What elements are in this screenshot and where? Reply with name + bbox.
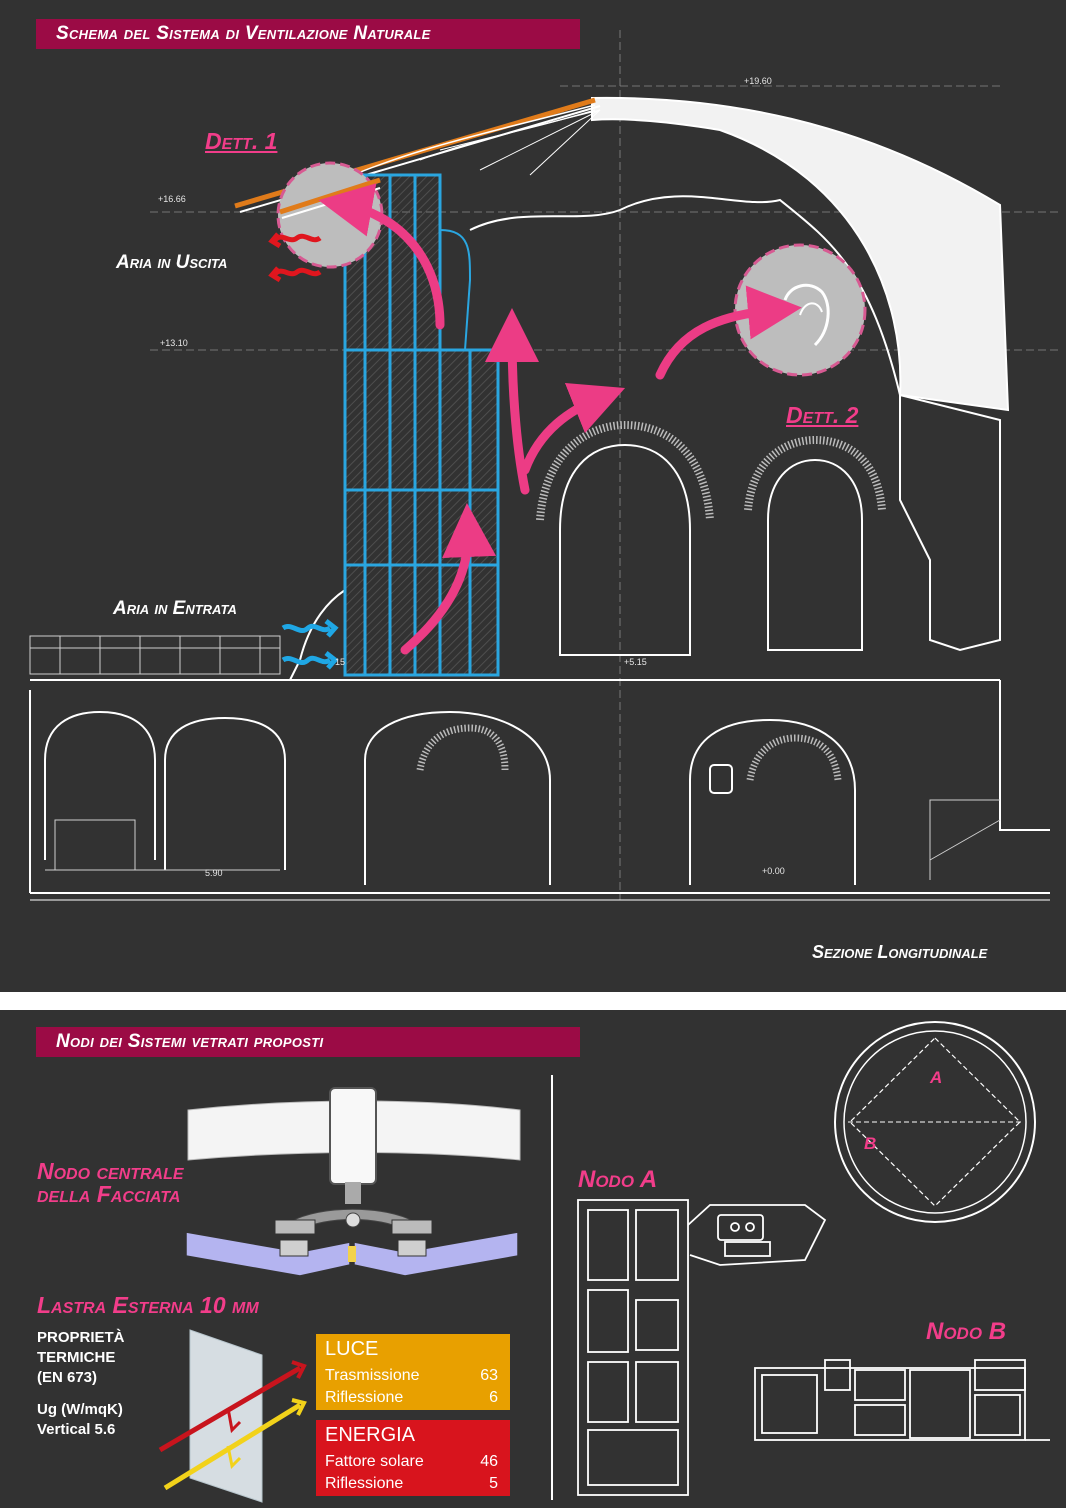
prop-line-1: PROPRIETÀ — [37, 1329, 125, 1346]
luce-title: LUCE — [325, 1338, 379, 1360]
air-out-label: Aria in Uscita — [116, 252, 228, 273]
luce-box: LUCE Trasmissione 63 Riflessione 6 — [316, 1334, 510, 1410]
nodo-centrale-line-2: della Facciata — [37, 1181, 181, 1207]
energia-row-2-label: Riflessione — [325, 1475, 404, 1492]
level-15: 15 — [335, 657, 346, 667]
nodo-a-title: Nodo A — [578, 1166, 658, 1193]
level-1310: +13.10 — [160, 338, 188, 348]
energia-row-1-label: Fattore solare — [325, 1453, 424, 1470]
airflow-arrows — [318, 183, 802, 655]
luce-row-1-value: 63 — [480, 1367, 498, 1384]
glass-pane-illustration — [158, 1329, 307, 1503]
luce-row-1: Trasmissione 63 — [325, 1365, 498, 1387]
energia-row-2-value: 5 — [489, 1475, 498, 1492]
reference-lines — [150, 30, 1060, 900]
detail-1-label: Dett. 1 — [205, 128, 278, 154]
node-location-circle — [834, 1021, 1036, 1223]
nodes-banner: Nodi dei Sistemi vetrati proposti — [36, 1027, 580, 1057]
luce-row-2-label: Riflessione — [325, 1389, 404, 1406]
level-1666: +16.66 — [158, 194, 186, 204]
ug-value: Ug (W/mqK) Vertical 5.6 — [37, 1400, 123, 1440]
lastra-title: Lastra Esterna 10 mm — [37, 1292, 259, 1318]
circle-label-a: A — [930, 1068, 943, 1087]
air-in-waves — [281, 619, 339, 670]
nodo-a-profile — [577, 1199, 827, 1496]
circle-label-b: B — [864, 1134, 877, 1153]
level-515: +5.15 — [624, 657, 647, 667]
level-000: +0.00 — [762, 866, 785, 876]
energia-title: ENERGIA — [325, 1424, 416, 1446]
nodo-b-title: Nodo B — [926, 1318, 1007, 1345]
energia-row-2: Riflessione 5 — [325, 1473, 498, 1495]
detail-2-label: Dett. 2 — [786, 402, 859, 428]
thermal-properties: PROPRIETÀ TERMICHE (EN 673) — [37, 1328, 125, 1388]
energia-row-1: Fattore solare 46 — [325, 1451, 498, 1473]
level-1960: +19.60 — [744, 76, 772, 86]
section-title: Sezione Longitudinale — [812, 942, 988, 962]
nodo-b-profile — [754, 1359, 1050, 1441]
energia-box: ENERGIA Fattore solare 46 Riflessione 5 — [316, 1420, 510, 1496]
ug-line-2: Vertical 5.6 — [37, 1421, 116, 1438]
nodes-drawing — [158, 1021, 1050, 1503]
upper-arches — [536, 420, 886, 656]
left-platform — [29, 635, 1001, 880]
glazing-nodes-panel: Nodi dei Sistemi vetrati proposti — [0, 1010, 1066, 1508]
air-in-label: Aria in Entrata — [113, 598, 237, 619]
air-out-waves — [268, 232, 322, 283]
nodo-centrale-line-1: Nodo centrale — [37, 1158, 184, 1184]
nodo-centrale-title: Nodo centrale della Facciata — [37, 1160, 184, 1206]
luce-row-2: Riflessione 6 — [325, 1387, 498, 1409]
scheme-banner: Schema del Sistema di Ventilazione Natur… — [36, 19, 580, 49]
central-node-drawing — [185, 1087, 521, 1277]
energia-row-1-value: 46 — [480, 1453, 498, 1470]
level-590: 5.90 — [205, 868, 223, 878]
ventilation-scheme-panel: Schema del Sistema di Ventilazione Natur… — [0, 0, 1066, 992]
luce-row-1-label: Trasmissione — [325, 1367, 420, 1384]
prop-line-2: TERMICHE — [37, 1349, 116, 1366]
wall-outline — [29, 393, 1050, 901]
prop-line-3: (EN 673) — [37, 1369, 98, 1386]
lower-vaults — [44, 710, 856, 885]
luce-row-2-value: 6 — [489, 1389, 498, 1406]
dome-outline — [469, 96, 1010, 412]
ug-line-1: Ug (W/mqK) — [37, 1401, 123, 1418]
longitudinal-section-drawing — [29, 30, 1060, 901]
